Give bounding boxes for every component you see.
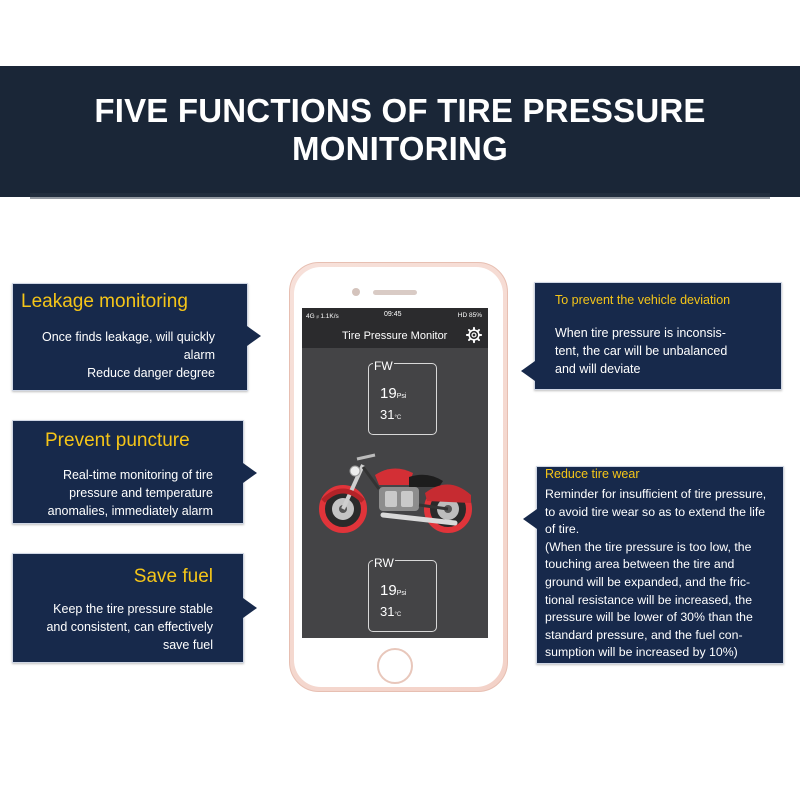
front-wheel-pressure: 19Psi: [380, 385, 406, 402]
callout-line: sumption will be increased by 10%): [545, 645, 738, 660]
callout-body: Real-time monitoring of tire pressure an…: [48, 466, 213, 520]
callout-title: Leakage monitoring: [21, 291, 188, 312]
callout-line: alarm: [183, 348, 215, 362]
callout-body: Keep the tire pressure stable and consis…: [46, 600, 213, 654]
front-wheel-panel[interactable]: FW 19Psi 31°C: [368, 359, 437, 435]
app-bar: Tire Pressure Monitor: [302, 324, 488, 348]
callout-title: Reduce tire wear: [545, 467, 640, 481]
callout-line: pressure will be lower of 30% than the: [545, 610, 753, 625]
callout-line: to avoid tire wear so as to extend the l…: [545, 504, 766, 519]
callout-line: anomalies, immediately alarm: [47, 504, 213, 518]
callout-body: When tire pressure is inconsis- tent, th…: [555, 324, 727, 378]
rear-wheel-temperature: 31°C: [380, 604, 401, 619]
callout-line: Reduce danger degree: [87, 366, 215, 380]
callout-save-fuel: Save fuel Keep the tire pressure stable …: [12, 553, 257, 663]
callout-reduce-tire-wear: Reduce tire wear Reminder for insufficie…: [523, 466, 784, 664]
status-time: 09:45: [384, 311, 402, 318]
status-bar: 4G ᵢₗ 1.1K/s 09:45 HD 85%: [302, 308, 488, 324]
pressure-unit: Psi: [396, 393, 407, 400]
temperature-value: 31: [380, 604, 395, 619]
temperature-unit: °C: [394, 612, 402, 618]
app-title: Tire Pressure Monitor: [342, 330, 448, 342]
callout-line: Once finds leakage, will quickly: [42, 330, 215, 344]
callout-pointer: [521, 361, 535, 381]
pressure-unit: Psi: [396, 590, 407, 597]
callout-line: standard pressure, and the fuel con-: [545, 627, 743, 642]
callout-line: and consistent, can effectively: [46, 620, 213, 634]
callout-pointer: [247, 326, 261, 346]
home-button[interactable]: [377, 648, 413, 684]
callout-line: tional resistance will be increased, the: [545, 592, 753, 607]
status-network: 4G ᵢₗ 1.1K/s: [306, 313, 339, 320]
callout-line: ground will be expanded, and the fric-: [545, 574, 751, 589]
callout-line: When tire pressure is inconsis-: [555, 326, 726, 340]
callout-pointer: [523, 509, 537, 529]
rear-wheel-panel[interactable]: RW 19Psi 31°C: [368, 556, 437, 632]
callout-prevent-puncture: Prevent puncture Real-time monitoring of…: [12, 420, 257, 524]
callout-line: Keep the tire pressure stable: [53, 602, 213, 616]
front-wheel-label: FW: [373, 359, 394, 373]
temperature-unit: °C: [394, 415, 402, 421]
gear-icon[interactable]: [465, 326, 483, 344]
callout-pointer: [243, 463, 257, 483]
callout-line: Reminder for insufficient of tire pressu…: [545, 487, 767, 501]
callout-line: Real-time monitoring of tire: [62, 468, 213, 482]
callout-line: and will deviate: [555, 362, 641, 376]
temperature-value: 31: [380, 407, 395, 422]
header-banner: [0, 66, 800, 197]
callout-body: Reminder for insufficient of tire pressu…: [545, 486, 781, 662]
page-title: FIVE FUNCTIONS OF TIRE PRESSURE MONITORI…: [94, 92, 706, 167]
callout-title: To prevent the vehicle deviation: [555, 293, 731, 307]
front-wheel-temperature: 31°C: [380, 407, 401, 422]
callout-title: Save fuel: [133, 566, 213, 587]
pressure-value: 19: [380, 385, 397, 402]
callout-prevent-deviation: To prevent the vehicle deviation When ti…: [521, 282, 782, 390]
callout-line: touching area between the tire and: [545, 557, 735, 572]
callout-line: tent, the car will be unbalanced: [555, 344, 728, 358]
callout-title: Prevent puncture: [45, 430, 190, 451]
callout-line: (When the tire pressure is too low, the: [545, 539, 752, 554]
callout-leakage-monitoring: Leakage monitoring Once finds leakage, w…: [12, 283, 261, 391]
callout-pointer: [243, 598, 257, 618]
rear-wheel-pressure: 19Psi: [380, 582, 406, 599]
callout-line: save fuel: [162, 638, 213, 652]
callout-line: of tire.: [545, 522, 580, 537]
status-battery: HD 85%: [457, 312, 482, 319]
front-camera: [352, 288, 360, 296]
banner-shadow: [30, 193, 770, 199]
rear-wheel-label: RW: [373, 556, 395, 570]
phone-speaker: [373, 290, 417, 295]
pressure-value: 19: [380, 582, 397, 599]
callout-line: pressure and temperature: [69, 486, 213, 500]
callout-body: Once finds leakage, will quickly alarm R…: [42, 328, 215, 382]
motorcycle-icon: [319, 453, 472, 533]
